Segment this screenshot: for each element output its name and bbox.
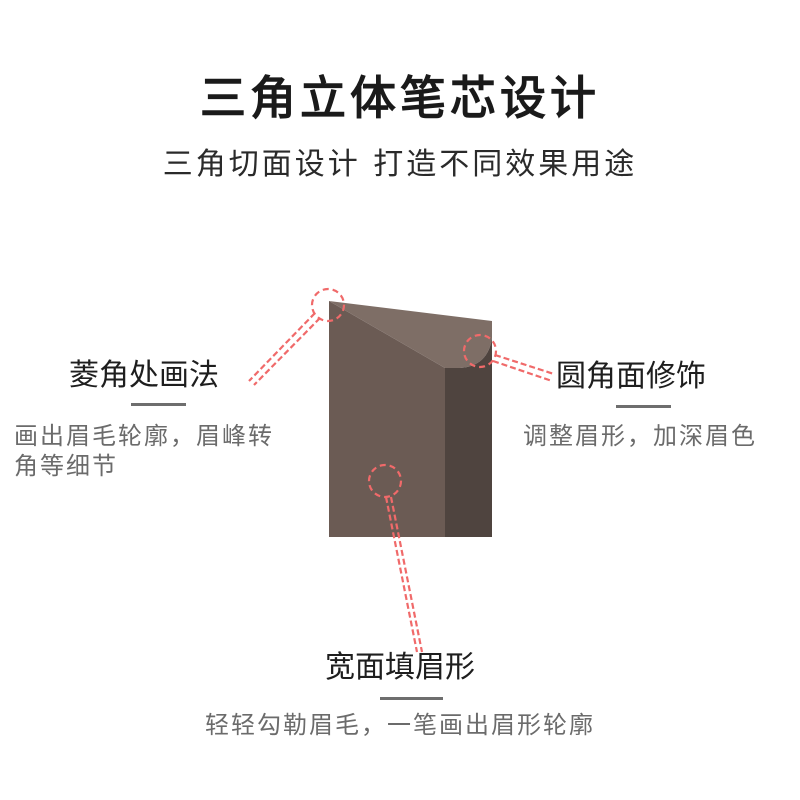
page-title: 三角立体笔芯设计 [200, 71, 600, 125]
right-callout-description: 调整眉形，加深眉色 [523, 422, 757, 450]
bottom-callout-label: 宽面填眉形 [325, 650, 475, 685]
left-callout-underline [131, 403, 186, 406]
bottom-callout-description: 轻轻勾勒眉毛，一笔画出眉形轮廓 [205, 711, 595, 739]
left-callout-connector [248, 287, 346, 386]
right-callout-underline [616, 405, 671, 408]
right-callout-label: 圆角面修饰 [556, 359, 706, 394]
left-callout-label: 菱角处画法 [69, 358, 219, 393]
front-face [329, 301, 445, 537]
bottom-marker-circle [367, 463, 403, 499]
left-callout-description-line2: 角等细节 [14, 452, 118, 480]
bottom-callout-underline [380, 697, 443, 700]
side-face [445, 338, 492, 537]
bottom-callout-connector [367, 463, 424, 653]
top-face [329, 301, 492, 368]
left-callout-description-line1: 画出眉毛轮廓，眉峰转 [14, 422, 274, 450]
left-marker-circle [310, 287, 346, 323]
right-callout-connector [462, 333, 555, 383]
right-marker-circle [462, 333, 498, 369]
page-subtitle: 三角切面设计 打造不同效果用途 [162, 147, 638, 182]
